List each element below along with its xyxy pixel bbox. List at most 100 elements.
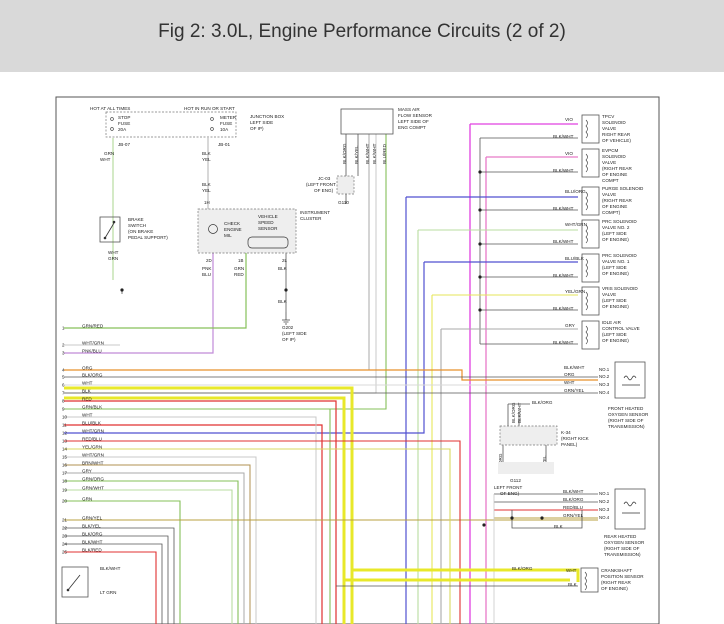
ground-g202 [282,312,290,325]
brake-switch-label-4: PEDAL SUPPORT) [128,235,168,240]
k34-label-2: (RIGHT KICK [561,436,590,441]
pin-wire-label: WHT [82,413,93,418]
pin-wire-label: RED [82,397,92,402]
pin-wire-label: BRN/WHT [82,461,104,466]
pin-wire-label: BLK/ORG [82,373,103,378]
meter-fuse-label-1: METER [220,115,237,120]
rear-o2-wire-label: BLK/WHT [563,489,584,494]
front-o2-label-1: FRONT HEATED [608,406,644,411]
pin-wire-label: BLU/BLK [82,421,102,426]
check-engine-label-1: CHECK [224,221,241,226]
splice-dot [120,288,124,292]
front-o2-sensor [614,361,646,399]
pin-1b-label: 1B [238,258,243,263]
wire-wht-2 [64,416,317,624]
pin-number: 16 [62,463,67,468]
blk-yel-label-2: YEL [202,157,211,162]
pin-wire-label: GRN/WHT [82,486,104,491]
header-bar: Fig 2: 3.0L, Engine Performance Circuits… [0,0,724,72]
solenoid-box [581,320,600,350]
maf-label-3: LEFT SIDE OF [398,119,429,124]
pin-number: 14 [62,447,67,452]
pin-number: 18 [62,479,67,484]
front-o2-pin-label: NO.4 [599,390,610,395]
solenoid-label: COMPT) [602,210,621,215]
junction-box-label-2: LEFT SIDE [250,120,273,125]
pin-number: 9 [62,407,65,412]
pin-wire-label: WHT/GRN [82,429,104,434]
pin-wire-label: GRY [82,469,92,474]
jc03-label-2: (LEFT FRONT [306,182,336,187]
wire-yellow-shield [64,396,346,624]
wire-grn-red [64,253,247,329]
brake-switch [99,216,121,243]
meter-fuse-label-3: 10A [220,127,229,132]
solenoid-wire-label: BLK/WHT [553,168,574,173]
pin-wire-label: WHT [82,381,93,386]
bottom-wire-label: BLK/WHT [100,566,121,571]
blk-yel2-label-2: YEL [202,188,211,193]
fuse-icon [110,127,114,131]
pin-number: 7 [62,391,65,396]
hot-in-run-label: HOT IN RUN OR START [184,106,235,111]
pin-wire-label: WHT/GRN [82,341,104,346]
solenoid-label: PRC SOLENOID [602,219,637,224]
coil-icon [585,191,588,211]
wire-blk-yel [64,527,175,624]
hot-at-all-times-label: HOT AT ALL TIMES [90,106,130,111]
blk-yel2-label-1: BLK [202,182,212,187]
wire-pnk-blu [64,253,214,354]
solenoid-wire-label: BLU/BLK [565,256,585,261]
rear-o2-wire-label: BLK/ORG [563,497,584,502]
crank-wire-label: BLK [568,582,578,587]
wire-org [64,369,598,381]
solenoid-box [581,186,600,216]
diagram-frame [55,96,660,624]
bottom-wire-label: LT GRN [100,590,116,595]
g202-label-3: OF IP) [282,337,296,342]
check-engine-label-3: MIL [224,233,232,238]
g112-bus [498,462,554,474]
solenoid-label: CONTROL VALVE [602,326,640,331]
pin-wire-label: BLK [82,389,92,394]
cluster-label-2: CLUSTER [300,216,322,221]
rear-o2-pin-label: NO.1 [599,491,610,496]
coil-icon [585,119,588,139]
front-o2-wire-label: WHT [564,380,575,385]
solenoid-label: VRIS SOLENOID [602,286,638,291]
grn-red-label-1: GRN [234,266,244,271]
pin-2l-label: 2L [282,258,287,263]
rear-o2-wire-label: GRN/YEL [563,513,584,518]
maf-label-1: MASS AIR [398,107,420,112]
wire-crank-yellow [352,568,580,582]
solenoid-label: SOLENOID [602,154,626,159]
pin-number: 19 [62,488,67,493]
cluster-label-1: INSTRUMENT [300,210,330,215]
wire-layer [64,123,598,624]
solenoid-label: VALVE [602,292,616,297]
wire-brn-wht [64,464,251,624]
maf-label-4: ENG COMPT [398,125,426,130]
pin-wire-label: YEL/GRN [82,445,102,450]
crank-wire-label: WHT [566,568,577,573]
front-o2-label-3: (RIGHT SIDE OF [608,418,644,423]
crank-label-4: OF ENGINE) [601,586,628,591]
splice-dot [284,288,288,292]
g110-label: G110 [338,200,349,205]
wiring-diagram: HOT AT ALL TIMES HOT IN RUN OR START STO… [55,96,660,624]
solenoid-box [581,148,600,178]
brake-switch-label-2: SWITCH [128,223,146,228]
jc03-connector [336,175,355,195]
maf-wire-label: BLU/RED [382,143,387,164]
jb07-label: JB-07 [118,142,130,147]
rear-o2-pin-label: NO.3 [599,507,610,512]
solenoid-wire-label: BLK/WHT [553,239,574,244]
pin-number: 10 [62,415,67,420]
pin-wire-label: BLK/RED [82,548,102,553]
crank-label-2: POSITION SENSOR [601,574,644,579]
rear-o2-label-4: TRANSMISSION) [604,552,641,557]
rear-o2-pin-label: NO.4 [599,515,610,520]
